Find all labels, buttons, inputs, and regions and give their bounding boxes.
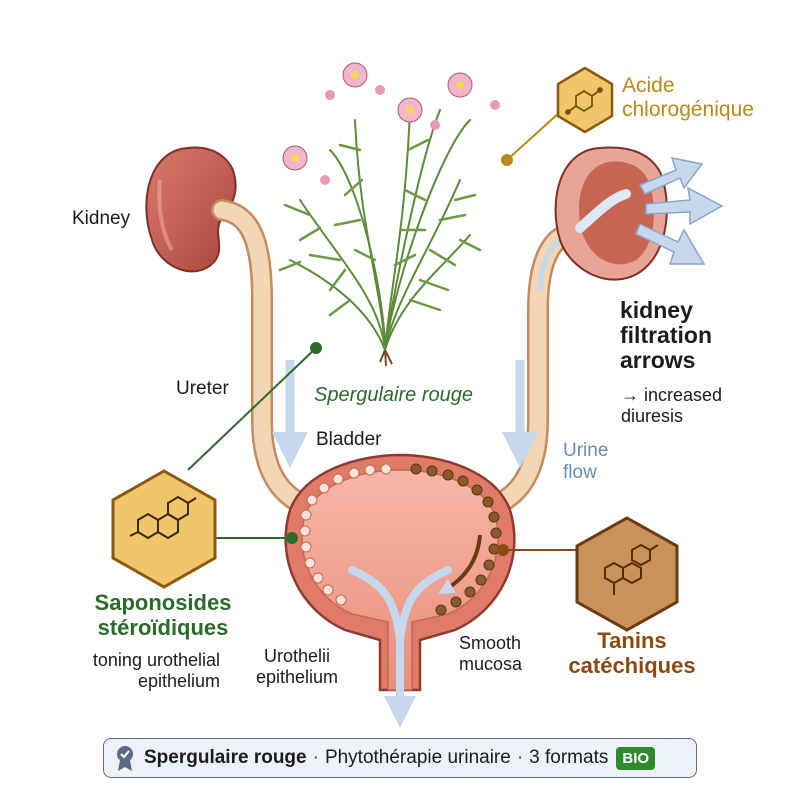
molecule-icon	[565, 87, 603, 115]
footer-subtitle: Phytothérapie urinaire	[324, 747, 511, 768]
acide-hexagon	[556, 66, 614, 134]
saponosides-hexagon	[111, 469, 217, 589]
footer-sep-1: ·	[312, 747, 319, 768]
filtration-arrows	[635, 157, 724, 265]
toning-label: toning urothelial epithelium	[92, 650, 220, 691]
left-kidney	[145, 146, 237, 273]
kidney-label: Kidney	[72, 208, 131, 229]
tanins-hexagon	[575, 516, 679, 632]
badge-icon	[117, 746, 133, 771]
kidney-filtration-label: kidney filtration arrows	[620, 297, 712, 373]
plant	[278, 62, 500, 367]
leader-lines	[187, 111, 585, 556]
left-ureter	[211, 199, 316, 516]
urothelii-label: Urothelii epithelium	[255, 646, 339, 687]
saponosides-label: Saponosides stéroïdiques	[94, 590, 232, 641]
right-kidney	[554, 146, 668, 281]
footer-sep-2: ·	[516, 747, 524, 768]
footer-banner: Spergulaire rouge · Phytothérapie urinai…	[103, 738, 697, 778]
bio-badge: BIO	[616, 746, 656, 770]
urine-flow-label: Urine flow	[563, 440, 609, 483]
ureter-label: Ureter	[176, 378, 229, 399]
acide-label: Acide chlorogénique	[622, 74, 754, 122]
tanins-label: Tanins catéchiques	[568, 628, 696, 679]
diuresis-label: → increased diuresis	[621, 385, 723, 426]
smooth-mucosa-label: Smooth mucosa	[459, 633, 523, 674]
urothelial-cells	[299, 463, 392, 606]
bladder	[284, 453, 516, 728]
footer-name: Spergulaire rouge	[144, 747, 307, 768]
bladder-label: Bladder	[316, 429, 382, 450]
plant-flowers	[282, 62, 500, 185]
smooth-mucosa-cells	[410, 463, 502, 616]
urine-flow-arrows	[272, 360, 538, 468]
footer-formats: 3 formats	[529, 747, 609, 768]
molecule-icon	[129, 495, 197, 540]
plant-name-label: Spergulaire rouge	[314, 384, 473, 406]
molecule-icon	[604, 543, 659, 595]
